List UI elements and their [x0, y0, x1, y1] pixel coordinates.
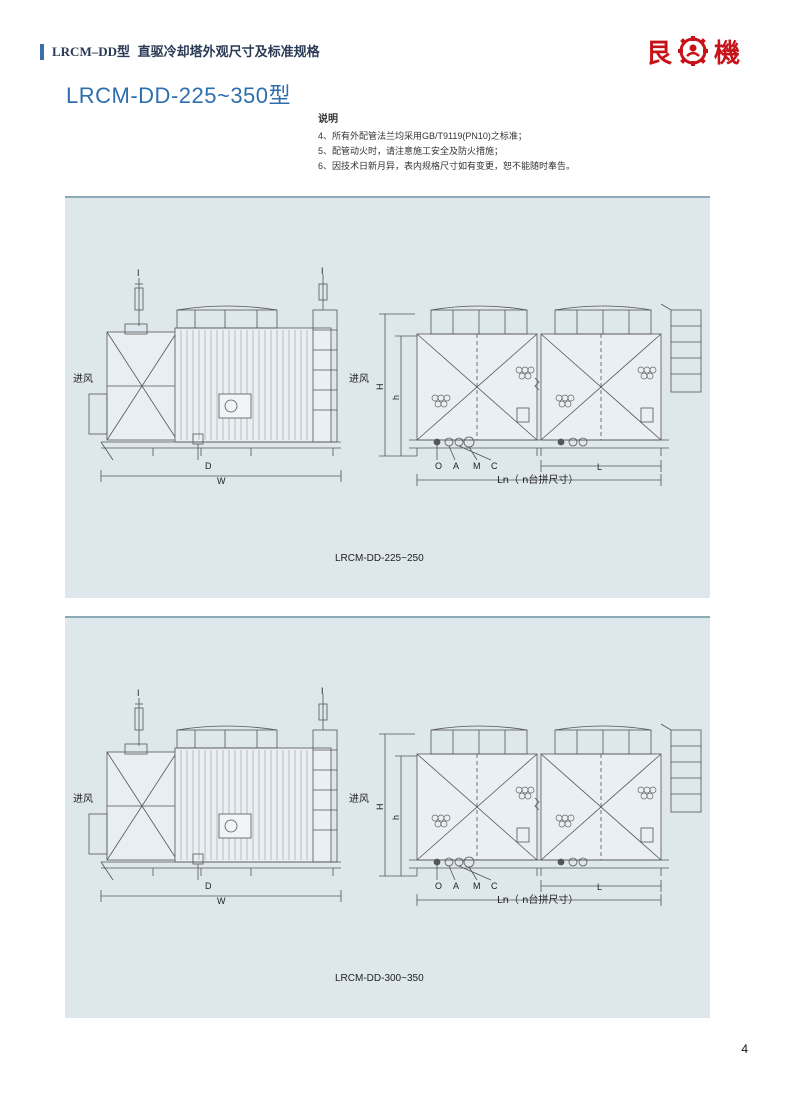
- pipe-O-label: O: [435, 881, 442, 891]
- notes-block: 说明 4、所有外配管法兰均采用GB/T9119(PN10)之标准； 5、配管动火…: [318, 112, 575, 174]
- air-inlet-left-label: 进风: [73, 793, 93, 805]
- header-series: LRCM–DD型: [52, 44, 130, 59]
- note-item: 5、配管动火时，请注意施工安全及防火措施；: [318, 146, 504, 156]
- section-mark-left: I: [137, 268, 140, 278]
- notes-heading: 说明: [318, 114, 338, 125]
- page-number: 4: [741, 1042, 748, 1056]
- logo-left-char: 艮: [645, 38, 672, 69]
- section-mark-right: I: [321, 266, 324, 276]
- width-label: W: [217, 476, 226, 486]
- header-subtitle: 直驱冷却塔外观尺寸及标准规格: [137, 44, 320, 59]
- brand-logo: 艮 機: [645, 34, 740, 69]
- page-header: LRCM–DD型 直驱冷却塔外观尺寸及标准规格: [52, 44, 320, 60]
- gear-logo-icon: [677, 36, 708, 66]
- air-inlet-right-label: 进风: [349, 793, 369, 805]
- length-L-label: L: [597, 462, 602, 472]
- pipe-A-label: A: [453, 461, 459, 471]
- height-h-label: h: [391, 395, 401, 400]
- width-label: W: [217, 896, 226, 906]
- air-inlet-left-label: 进风: [73, 373, 93, 385]
- drain-label: D: [205, 461, 212, 471]
- cooling-tower-drawing: I I 进风 进风 D W H h O A M C L Ln（ n台拼尺寸）: [73, 686, 702, 906]
- drawing-panel-300-350: I I 进风 进风 D W H h O A M C L Ln（ n台拼尺寸） L…: [65, 616, 710, 1018]
- note-item: 6、因技术日新月异，表内规格尺寸如有变更，恕不能随时奉告。: [318, 161, 576, 171]
- pipe-C-label: C: [491, 461, 498, 471]
- height-h-label: h: [391, 815, 401, 820]
- air-inlet-right-label: 进风: [349, 373, 369, 385]
- pipe-C-label: C: [491, 881, 498, 891]
- note-item: 4、所有外配管法兰均采用GB/T9119(PN10)之标准；: [318, 131, 527, 141]
- cooling-tower-drawing: I I 进风 进风 D W H h O A M C L Ln（ n台拼尺寸）: [73, 266, 702, 486]
- logo-right-char: 機: [713, 38, 740, 69]
- pipe-M-label: M: [473, 881, 481, 891]
- section-mark-right: I: [321, 686, 324, 696]
- panel-caption: LRCM-DD-300~350: [335, 973, 424, 984]
- height-H-label: H: [375, 804, 385, 811]
- length-Ln-label: Ln（ n台拼尺寸）: [497, 473, 578, 486]
- panel-caption: LRCM-DD-225~250: [335, 553, 424, 564]
- model-title: LRCM-DD-225~350型: [66, 83, 292, 108]
- height-H-label: H: [375, 384, 385, 391]
- pipe-A-label: A: [453, 881, 459, 891]
- header-accent-bar: [40, 44, 44, 60]
- section-mark-left: I: [137, 688, 140, 698]
- length-L-label: L: [597, 882, 602, 892]
- length-Ln-label: Ln（ n台拼尺寸）: [497, 893, 578, 906]
- pipe-M-label: M: [473, 461, 481, 471]
- drawing-panel-225-250: I I 进风 进风 D W H h O A M C L Ln（ n台拼尺寸） L…: [65, 196, 710, 598]
- pipe-O-label: O: [435, 461, 442, 471]
- drain-label: D: [205, 881, 212, 891]
